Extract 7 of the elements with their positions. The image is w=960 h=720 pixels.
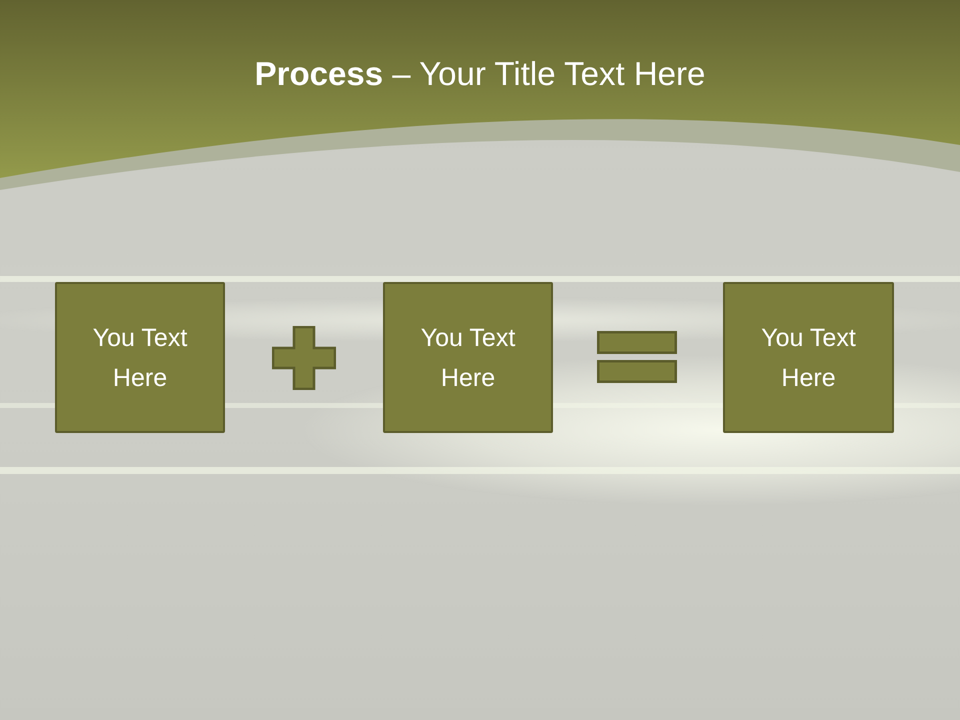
box-text: You Text Here bbox=[92, 322, 188, 394]
process-box bbox=[723, 282, 894, 433]
process-box bbox=[383, 282, 553, 433]
slide-title: Process – Your Title Text Here bbox=[254, 54, 706, 94]
box-text: You Text Here bbox=[420, 322, 516, 394]
box-text: You Text Here bbox=[760, 322, 857, 394]
process-box bbox=[55, 282, 225, 433]
